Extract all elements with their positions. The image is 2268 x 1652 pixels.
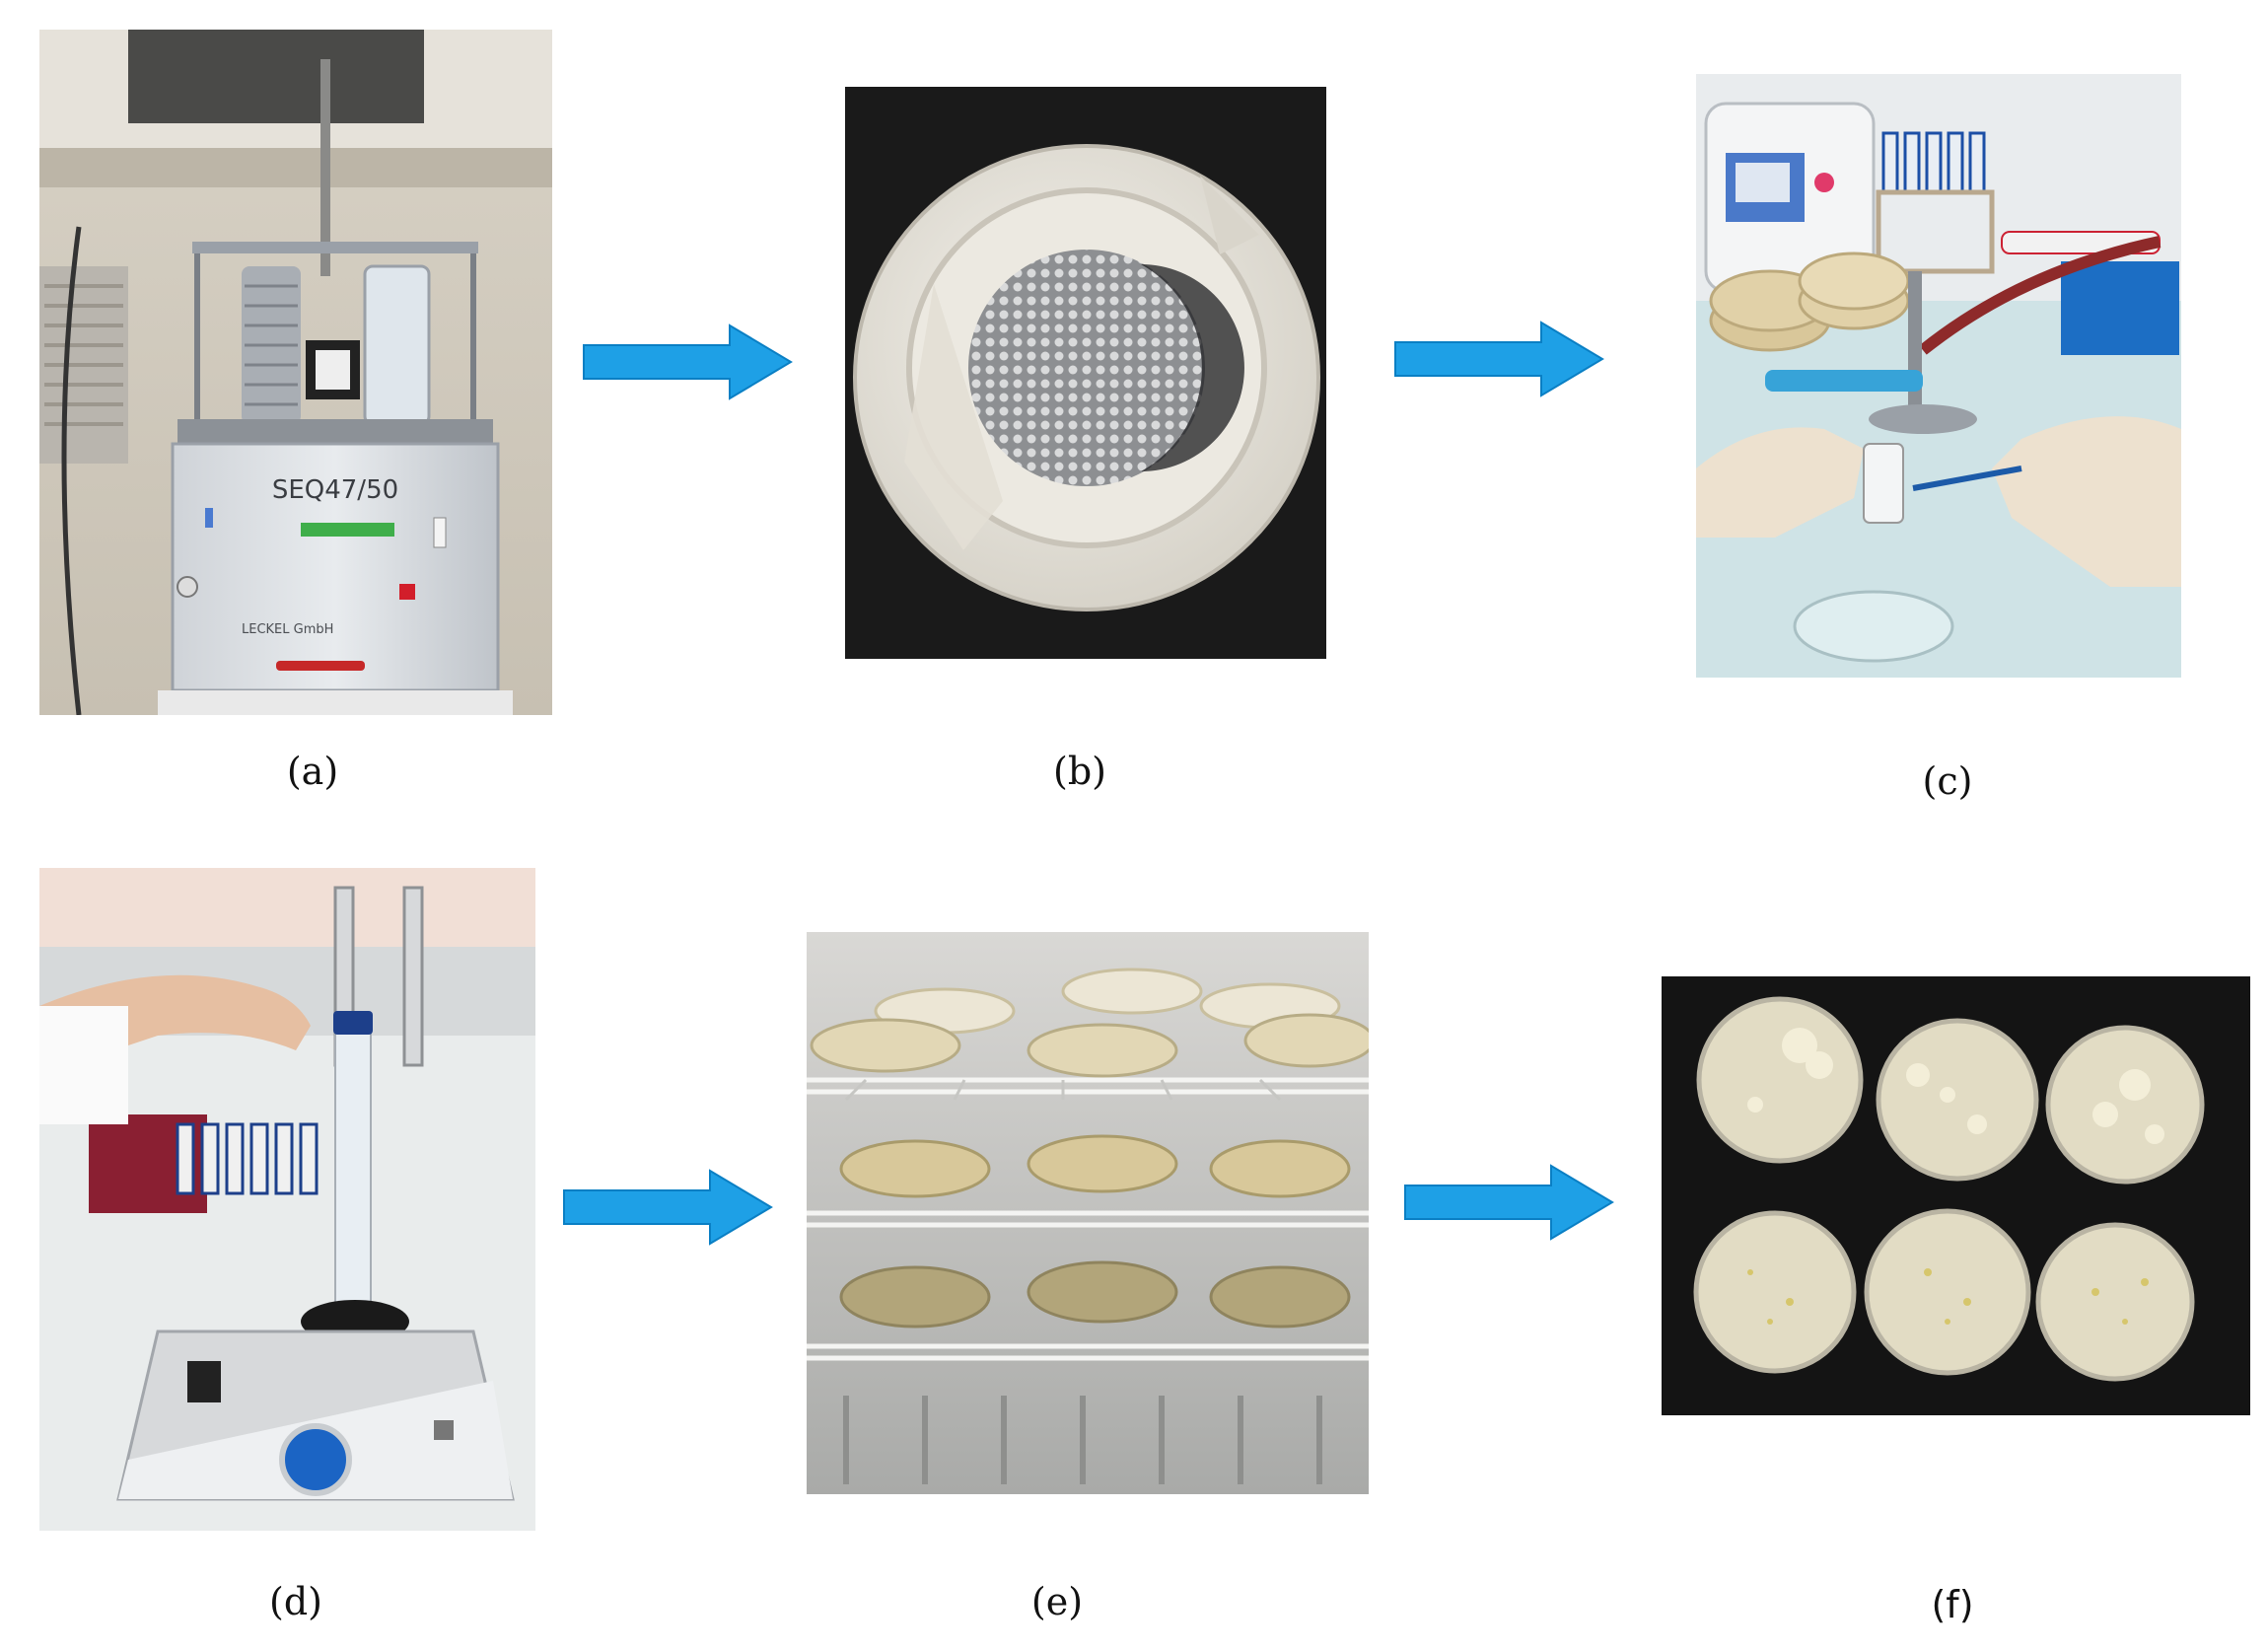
arrow-a-to-b xyxy=(583,323,793,400)
arrow-d-to-e xyxy=(563,1169,773,1246)
right-arrow-icon xyxy=(582,323,794,400)
photo-plating-bench xyxy=(1696,74,2181,678)
caption-c: (c) xyxy=(1922,759,1973,803)
photo-filter-cap xyxy=(845,87,1326,659)
right-arrow-icon xyxy=(562,1169,774,1246)
sampler-model-label: SEQ47/50 xyxy=(272,475,398,505)
caption-e: (e) xyxy=(1030,1580,1084,1623)
photo-incubator-shelves xyxy=(807,932,1369,1494)
caption-f: (f) xyxy=(1931,1583,1974,1626)
photo-air-sampler: SEQ47/50 LECKEL GmbH xyxy=(39,30,552,715)
caption-b: (b) xyxy=(1053,750,1106,793)
right-arrow-icon xyxy=(1393,321,1605,397)
right-arrow-icon xyxy=(1403,1164,1615,1241)
caption-d: (d) xyxy=(269,1580,322,1623)
sampler-maker-label: LECKEL GmbH xyxy=(242,622,333,637)
arrow-e-to-f xyxy=(1404,1164,1614,1241)
arrow-b-to-c xyxy=(1394,321,1604,397)
photo-vortex-mixer xyxy=(39,868,535,1531)
caption-a: (a) xyxy=(286,750,339,793)
photo-colony-plates xyxy=(1662,976,2250,1415)
